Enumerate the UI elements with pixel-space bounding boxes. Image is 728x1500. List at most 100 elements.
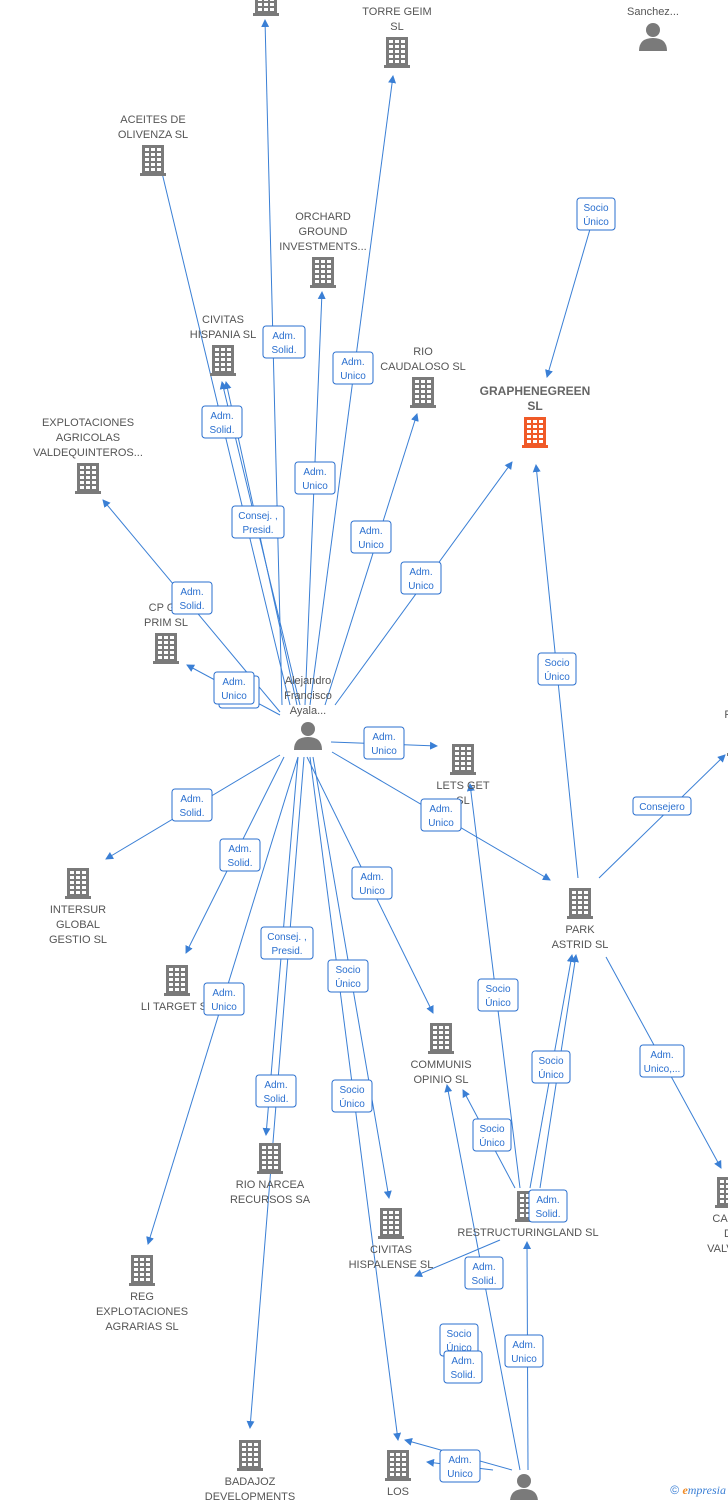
- edge-label-text: Unico: [447, 1469, 473, 1480]
- node-sanchez[interactable]: Sanchez...: [627, 6, 679, 51]
- edge-label-text: Adm.: [372, 732, 395, 743]
- edge-label-box: [255, 1074, 297, 1108]
- edge-label-text: Único: [538, 1068, 564, 1081]
- building-icon: [253, 0, 279, 16]
- brand-logo[interactable]: empresia: [682, 1483, 726, 1497]
- node-li-target[interactable]: LI TARGET SL: [141, 965, 213, 1013]
- building-window: [242, 1453, 246, 1456]
- building-window: [134, 1258, 138, 1261]
- node-label: RECURSOS SA: [230, 1194, 311, 1206]
- node-bottom-person[interactable]: [510, 1474, 538, 1500]
- node-explotaciones[interactable]: EXPLOTACIONESAGRICOLASVALDEQUINTEROS...: [33, 417, 143, 494]
- node-label: SL: [527, 399, 542, 413]
- building-window: [215, 368, 219, 371]
- edge-label-text: Socio: [335, 965, 360, 976]
- edge-label[interactable]: Adm.Solid.: [201, 405, 243, 439]
- building-window: [134, 1268, 138, 1271]
- building-base: [515, 1219, 541, 1222]
- building-window: [146, 1263, 150, 1266]
- building-window: [455, 767, 459, 770]
- node-los[interactable]: LOS: [385, 1450, 411, 1498]
- edge-label-text: Unico: [371, 746, 397, 757]
- edge-label-box: [400, 561, 442, 595]
- building-window: [164, 641, 168, 644]
- building-window: [274, 1166, 278, 1169]
- building-window: [726, 1185, 728, 1188]
- building-window: [92, 481, 96, 484]
- edge-label[interactable]: Consej. ,Presid.: [260, 926, 314, 960]
- building-window: [86, 471, 90, 474]
- edge-label[interactable]: Adm.Solid.: [171, 581, 213, 615]
- node-label: CIVITAS: [370, 1244, 412, 1256]
- edge-label[interactable]: Adm.Solid.: [528, 1189, 568, 1223]
- building-window: [86, 466, 90, 469]
- edge-label[interactable]: Adm.Unico: [420, 798, 462, 832]
- node-alejandro[interactable]: AlejandroFranciscoAyala...: [284, 675, 332, 750]
- node-top-left[interactable]: [253, 0, 279, 16]
- edge-label[interactable]: Adm.Solid.: [464, 1256, 504, 1290]
- edge-label[interactable]: Adm.Unico,...: [639, 1044, 685, 1078]
- edge-label-text: Socio: [339, 1085, 364, 1096]
- building-window: [520, 1199, 524, 1202]
- edge-label[interactable]: Adm.Solid.: [443, 1350, 483, 1384]
- edge-label-text: Unico: [359, 886, 385, 897]
- edge-label-box: [464, 1256, 504, 1290]
- node-restructuringland[interactable]: RESTRUCTURINGLAND SL: [457, 1191, 599, 1239]
- node-orchard[interactable]: ORCHARDGROUNDINVESTMENTS...: [279, 211, 367, 288]
- building-window: [76, 886, 80, 889]
- building-window: [389, 60, 393, 63]
- building-window: [520, 1214, 524, 1217]
- edge-label[interactable]: Adm.Unico: [203, 982, 245, 1016]
- building-window: [467, 767, 471, 770]
- edge-label-box: [201, 405, 243, 439]
- edge-label-box: [576, 197, 616, 231]
- node-carr[interactable]: CARRDVALVER: [707, 1177, 728, 1255]
- building-icon: [140, 145, 166, 176]
- edge-label[interactable]: Adm.Unico: [400, 561, 442, 595]
- edge-label[interactable]: Adm.Unico: [294, 461, 336, 495]
- building-window: [227, 348, 231, 351]
- building-window: [70, 886, 74, 889]
- building-window: [151, 168, 155, 171]
- node-label: DEVELOPMENTS: [205, 1491, 295, 1500]
- node-ferm[interactable]: FERM: [724, 709, 728, 756]
- edge-label[interactable]: Adm. Unico: [363, 726, 405, 760]
- edge-label[interactable]: Adm.Unico: [439, 1449, 481, 1483]
- edge-label[interactable]: Consejero: [632, 796, 692, 816]
- edge-label[interactable]: Adm.Unico: [213, 671, 255, 705]
- building-window: [70, 891, 74, 894]
- edge-label[interactable]: Adm.Solid.: [219, 838, 261, 872]
- edge-label[interactable]: Adm.Solid.: [255, 1074, 297, 1108]
- building-window: [145, 168, 149, 171]
- edge-label[interactable]: Adm.Solid.: [262, 325, 306, 359]
- edge-label[interactable]: Consej. ,Presid.: [231, 505, 285, 539]
- building-window: [415, 395, 419, 398]
- edge-label[interactable]: Adm.Unico: [350, 520, 392, 554]
- edge-label[interactable]: Adm.Solid.: [171, 788, 213, 822]
- person-icon: [510, 1474, 538, 1500]
- edge-label[interactable]: Adm.Unico: [351, 866, 393, 900]
- edge-label[interactable]: Adm.Unico: [504, 1334, 544, 1368]
- edge-label[interactable]: Adm.Unico: [332, 351, 374, 385]
- edge-label-text: Único: [479, 1136, 505, 1149]
